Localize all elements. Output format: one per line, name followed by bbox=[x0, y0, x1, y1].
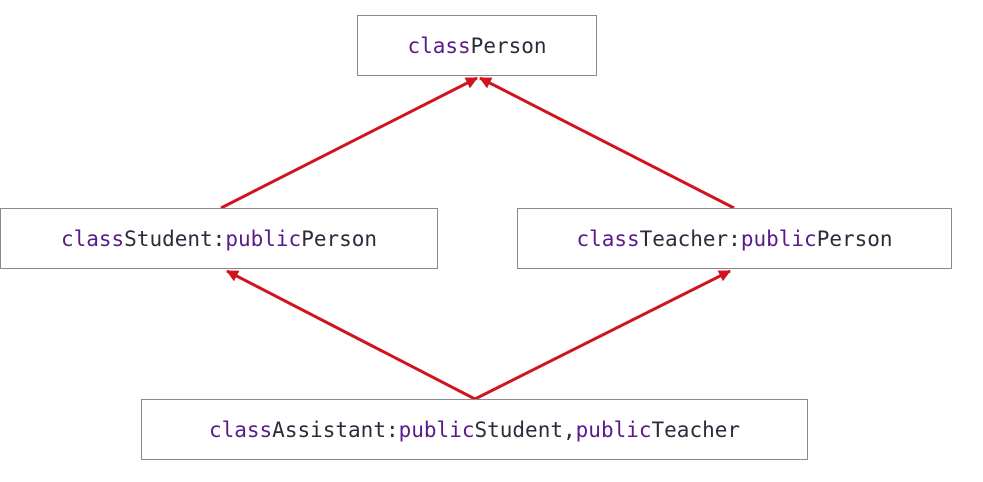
keyword-class: class bbox=[576, 226, 640, 251]
keyword-class: class bbox=[60, 226, 125, 251]
keyword-class: class bbox=[208, 417, 273, 442]
base-class-name: Teacher bbox=[651, 417, 741, 442]
edge-teacher-to-person bbox=[479, 76, 735, 210]
keyword-public: public bbox=[225, 226, 302, 251]
class-name: Teacher bbox=[639, 226, 729, 251]
class-person-node: class Person bbox=[357, 15, 597, 76]
class-name: Student bbox=[124, 226, 213, 251]
class-name: Person bbox=[470, 33, 547, 58]
edge-student-to-person bbox=[220, 76, 478, 210]
class-name: Assistant bbox=[272, 417, 386, 442]
colon: : bbox=[728, 226, 741, 251]
edge-assistant-to-student bbox=[226, 269, 476, 401]
keyword-class: class bbox=[407, 33, 471, 58]
edge-assistant-to-teacher bbox=[474, 269, 731, 401]
keyword-public: public bbox=[575, 417, 652, 442]
keyword-public: public bbox=[740, 226, 817, 251]
class-teacher-node: class Teacher:public Person bbox=[517, 208, 952, 269]
base-class-name: Person bbox=[301, 226, 378, 251]
comma: , bbox=[563, 417, 576, 442]
class-assistant-node: class Assistant:public Student,public Te… bbox=[141, 399, 808, 460]
base-class-name: Person bbox=[816, 226, 893, 251]
base-class-name: Student bbox=[474, 417, 563, 442]
colon: : bbox=[212, 226, 226, 251]
keyword-public: public bbox=[398, 417, 475, 442]
colon: : bbox=[385, 417, 399, 442]
class-student-node: class Student:public Person bbox=[0, 208, 438, 269]
